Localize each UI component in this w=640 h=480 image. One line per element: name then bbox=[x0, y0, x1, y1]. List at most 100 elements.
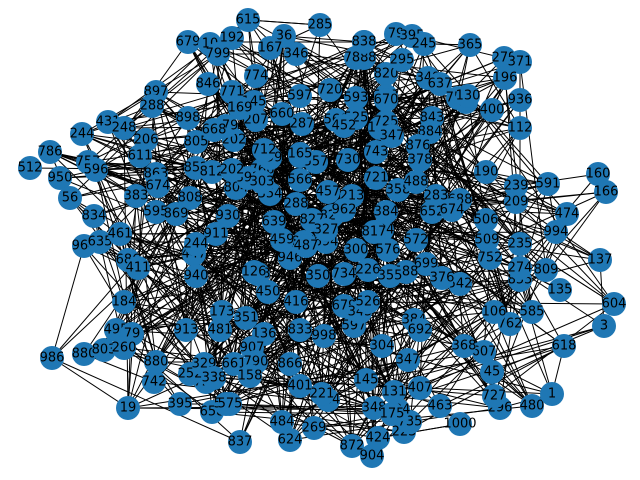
graph-edge bbox=[417, 145, 517, 203]
node-label: 346 bbox=[284, 47, 309, 62]
node-circle bbox=[508, 116, 532, 140]
node-circle bbox=[396, 348, 420, 372]
node-circle bbox=[508, 256, 532, 280]
node-label: 450 bbox=[256, 285, 281, 300]
graph-node: 998 bbox=[312, 324, 336, 348]
node-circle bbox=[196, 72, 220, 96]
node-circle bbox=[540, 382, 564, 406]
node-label: 158 bbox=[238, 369, 263, 384]
graph-node: 244 bbox=[70, 122, 95, 146]
graph-edge bbox=[81, 133, 271, 159]
graph-node: 936 bbox=[508, 88, 532, 112]
node-label: 833 bbox=[288, 323, 313, 338]
graph-edge bbox=[83, 245, 223, 313]
graph-node: 192 bbox=[220, 26, 244, 50]
graph-node: 615 bbox=[236, 8, 261, 32]
node-label: 730 bbox=[336, 153, 361, 168]
graph-node: 846 bbox=[196, 72, 221, 96]
node-label: 459 bbox=[270, 233, 295, 248]
graph-node: 407 bbox=[408, 376, 432, 400]
node-label: 239 bbox=[504, 179, 529, 194]
graph-edge bbox=[51, 357, 241, 443]
node-label: 395 bbox=[168, 397, 193, 412]
node-label: 463 bbox=[428, 399, 453, 414]
graph-node: 911 bbox=[204, 222, 229, 246]
node-label: 488 bbox=[404, 175, 429, 190]
graph-node: 986 bbox=[40, 346, 64, 370]
graph-node: 595 bbox=[144, 200, 168, 224]
node-label: 846 bbox=[196, 77, 221, 92]
graph-node: 488 bbox=[404, 170, 429, 194]
graph-node: 604 bbox=[602, 292, 627, 316]
node-label: 1000 bbox=[443, 417, 476, 432]
node-circle bbox=[278, 352, 302, 376]
node-label: 576 bbox=[376, 243, 401, 258]
node-circle bbox=[534, 258, 558, 282]
node-circle bbox=[176, 30, 200, 54]
node-circle bbox=[316, 180, 340, 204]
node-label: 303 bbox=[250, 175, 275, 190]
graph-edge bbox=[127, 275, 197, 409]
node-circle bbox=[404, 170, 428, 194]
node-label: 591 bbox=[536, 177, 561, 192]
graph-node: 611 bbox=[128, 144, 152, 168]
node-circle bbox=[480, 98, 504, 122]
graph-node: 692 bbox=[408, 318, 432, 342]
node-label: 112 bbox=[508, 121, 533, 136]
node-label: 786 bbox=[38, 145, 63, 160]
node-circle bbox=[244, 64, 268, 88]
graph-edge bbox=[195, 257, 291, 277]
graph-node: 820 bbox=[374, 62, 398, 86]
node-circle bbox=[144, 350, 168, 374]
node-label: 166 bbox=[594, 185, 619, 200]
graph-node: 635 bbox=[88, 230, 112, 254]
node-circle bbox=[262, 210, 286, 234]
node-circle bbox=[284, 290, 308, 314]
graph-node: 365 bbox=[458, 33, 482, 57]
graph-node: 679 bbox=[176, 30, 200, 54]
node-label: 604 bbox=[602, 297, 627, 312]
graph-edge bbox=[419, 351, 485, 389]
graph-node: 898 bbox=[176, 106, 200, 130]
node-circle bbox=[72, 342, 96, 366]
graph-edge bbox=[299, 57, 365, 157]
graph-edge bbox=[261, 127, 381, 171]
node-circle bbox=[178, 186, 202, 210]
graph-edge bbox=[519, 279, 553, 395]
graph-edge bbox=[115, 329, 241, 443]
node-circle bbox=[236, 8, 260, 32]
graph-node: 112 bbox=[508, 116, 533, 140]
graph-node: 526 bbox=[356, 290, 380, 314]
node-circle bbox=[234, 306, 258, 330]
node-circle bbox=[380, 124, 404, 148]
graph-edge bbox=[83, 245, 269, 293]
graph-node: 809 bbox=[534, 258, 558, 282]
node-label: 615 bbox=[236, 13, 261, 28]
graph-edge bbox=[377, 423, 461, 439]
node-circle bbox=[482, 300, 506, 324]
graph-node: 607 bbox=[472, 340, 496, 364]
node-label: 106 bbox=[482, 305, 507, 320]
node-label: 244 bbox=[70, 127, 95, 142]
node-circle bbox=[288, 168, 312, 192]
graph-node: 509 bbox=[475, 228, 499, 252]
graph-node: 930 bbox=[216, 204, 240, 228]
node-circle bbox=[108, 222, 132, 246]
node-circle bbox=[184, 130, 208, 154]
node-circle bbox=[216, 204, 240, 228]
node-label: 481 bbox=[208, 323, 233, 338]
node-circle bbox=[408, 376, 432, 400]
node-label: 911 bbox=[204, 227, 229, 242]
graph-node: 506 bbox=[474, 208, 498, 232]
node-label: 872 bbox=[340, 439, 365, 454]
graph-edge bbox=[373, 231, 521, 281]
node-circle bbox=[493, 66, 517, 90]
node-label: 221 bbox=[310, 387, 335, 402]
graph-edge bbox=[405, 271, 501, 409]
graph-node: 575 bbox=[218, 392, 242, 416]
node-label: 742 bbox=[142, 375, 167, 390]
node-circle bbox=[48, 166, 72, 190]
graph-node: 834 bbox=[82, 204, 106, 228]
graph-node: 962 bbox=[332, 198, 356, 222]
graph-node: 481 bbox=[208, 318, 233, 342]
